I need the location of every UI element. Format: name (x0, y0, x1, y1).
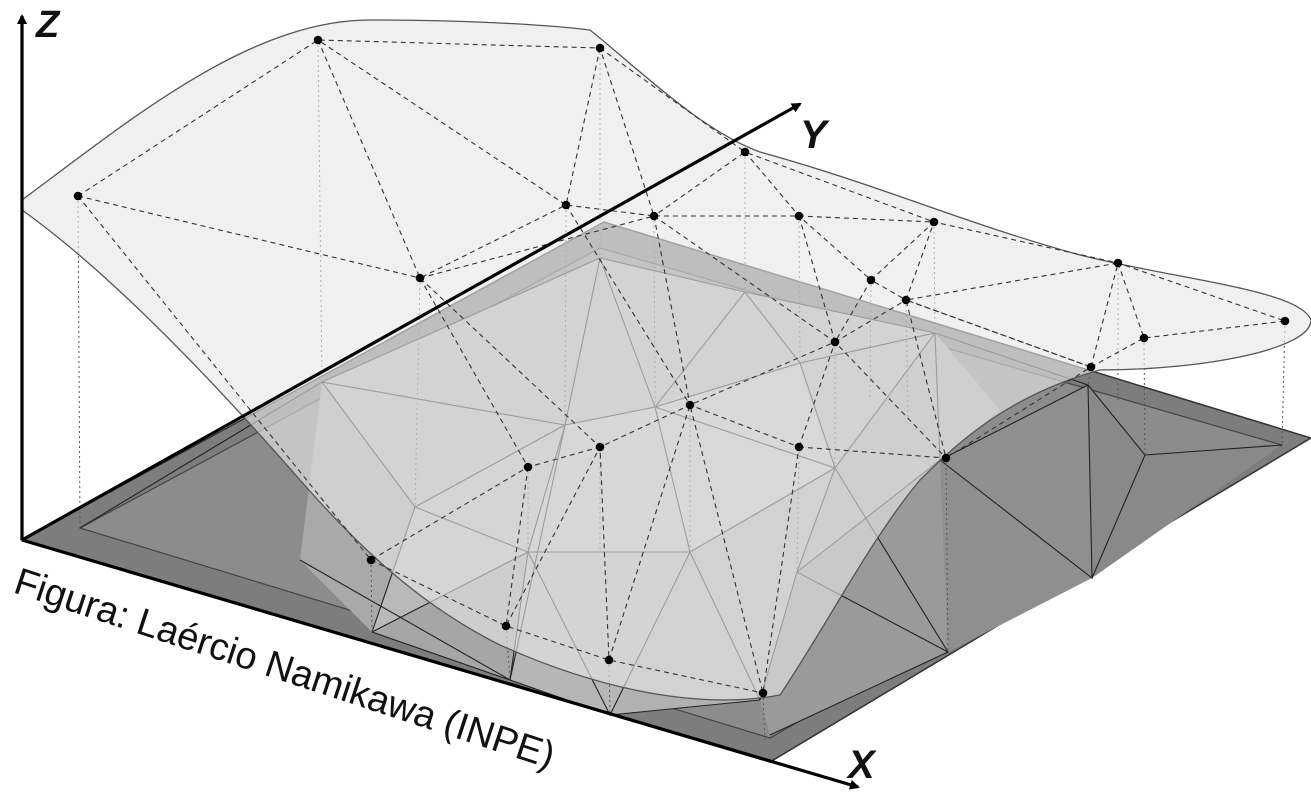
sample-point (561, 200, 571, 210)
sample-point (929, 217, 939, 227)
sample-point (901, 295, 911, 305)
sample-point (830, 337, 840, 347)
sample-point (1280, 316, 1290, 326)
sample-point (313, 35, 323, 45)
sample-point (523, 462, 533, 472)
sample-point (1086, 362, 1096, 372)
sample-point (794, 211, 804, 221)
sample-point (794, 442, 804, 452)
sample-points (73, 35, 1290, 698)
sample-point (415, 273, 425, 283)
interpolated-surface (21, 19, 1311, 701)
y-axis (21, 102, 802, 542)
axes (17, 14, 860, 790)
sample-point (604, 655, 614, 665)
sample-point (1113, 258, 1123, 268)
sample-point (649, 211, 659, 221)
axis-label-x: X (846, 743, 877, 787)
sample-point (758, 688, 768, 698)
axis-label-z: Z (35, 4, 61, 46)
axis-label-y: Y (800, 113, 830, 157)
sample-point (740, 147, 750, 157)
sample-point (595, 43, 605, 53)
sample-point (685, 400, 695, 410)
sample-point (366, 555, 376, 565)
sample-point (595, 442, 605, 452)
sample-point (866, 275, 876, 285)
sample-point (73, 191, 83, 201)
sample-point (1139, 333, 1149, 343)
sample-point (501, 621, 511, 631)
x-axis (21, 538, 860, 790)
sample-point (941, 453, 951, 463)
